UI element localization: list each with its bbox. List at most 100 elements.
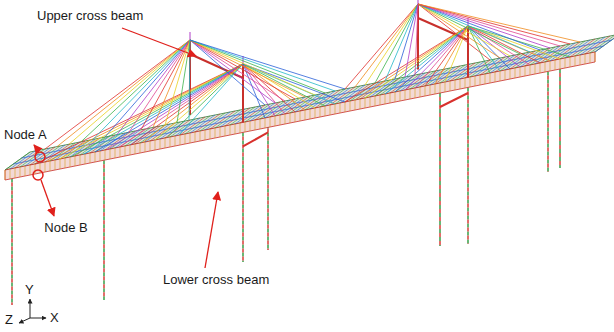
deck-member <box>435 84 436 94</box>
deck-member <box>140 143 141 153</box>
pier-column <box>103 164 104 300</box>
stay-cable <box>119 64 243 147</box>
deck-member <box>10 151 35 169</box>
stay-cable <box>415 26 468 88</box>
pier-column <box>267 120 268 250</box>
stay-cable <box>405 4 418 77</box>
stay-cable <box>355 26 468 100</box>
stay-cable <box>190 40 325 93</box>
deck-member <box>565 58 566 68</box>
stay-cable <box>375 26 468 96</box>
deck-member <box>245 122 246 132</box>
deck-member <box>5 152 30 170</box>
deck-member <box>165 138 166 148</box>
deck-member <box>75 156 76 166</box>
deck-member <box>120 147 121 157</box>
stay-cable <box>375 4 418 83</box>
pier-column <box>467 87 468 244</box>
deck-member <box>235 124 236 134</box>
axis-arrow <box>19 318 30 323</box>
stay-cable <box>179 64 243 135</box>
stay-cable <box>45 40 190 149</box>
stay-cable <box>190 40 315 95</box>
deck-member <box>255 120 256 130</box>
deck-member <box>20 167 21 177</box>
deck-member <box>230 125 231 135</box>
deck-member <box>5 170 6 180</box>
pylon-leg <box>242 64 244 122</box>
deck-member <box>395 92 396 102</box>
deck-member <box>350 101 351 111</box>
stay-cable <box>155 64 243 140</box>
deck-member <box>485 74 486 84</box>
deck-member <box>450 81 451 91</box>
deck-member <box>535 64 536 74</box>
deck-member <box>525 66 526 76</box>
deck-member <box>475 76 476 86</box>
deck-member <box>340 103 341 113</box>
deck-member <box>520 67 521 77</box>
stay-cable <box>355 4 418 87</box>
stay-cable <box>418 4 560 46</box>
cables <box>35 4 580 164</box>
axis-arrow <box>30 299 31 318</box>
deck-member <box>440 83 441 93</box>
deck-member <box>65 158 66 168</box>
axis-label: Y <box>25 282 34 297</box>
deck-member <box>130 145 131 155</box>
stay-cable <box>418 4 550 48</box>
deck-member <box>465 78 466 88</box>
stay-cable <box>105 40 190 137</box>
deck-side <box>5 52 595 180</box>
stay-cable <box>425 26 468 86</box>
deck-member <box>500 71 501 81</box>
stay-cable <box>395 4 418 79</box>
deck-member <box>455 80 456 90</box>
deck-member <box>15 168 16 178</box>
stay-cable <box>385 4 418 81</box>
stay-cable <box>365 4 418 85</box>
deck-member <box>95 152 96 162</box>
stay-cable <box>385 26 468 94</box>
deck-member <box>275 116 276 126</box>
stay-cable <box>345 4 418 89</box>
deck-member <box>155 140 156 150</box>
stay-cable <box>141 40 190 130</box>
deck-member <box>415 88 416 98</box>
deck-member <box>390 93 391 103</box>
deck-member <box>505 70 506 80</box>
stay-cable <box>415 4 418 75</box>
stay-cable <box>81 40 190 142</box>
axis-arrow <box>30 318 46 319</box>
deck-member <box>560 59 561 69</box>
deck-member <box>50 161 51 171</box>
stay-cable <box>468 26 530 65</box>
deck-member <box>115 148 116 158</box>
node-label: Node B <box>44 220 88 235</box>
pier-column <box>467 91 468 244</box>
deck-member <box>135 144 136 154</box>
deck-member <box>590 53 591 63</box>
axis-label: Z <box>5 312 13 327</box>
deck-member <box>410 89 411 99</box>
deck-member <box>315 108 316 118</box>
node-marker <box>33 170 43 180</box>
deck-member <box>555 60 556 70</box>
deck-member <box>530 65 531 75</box>
stay-cable <box>435 26 468 84</box>
deck-member <box>370 97 371 107</box>
deck-member <box>30 165 31 175</box>
stay-cable <box>418 4 530 52</box>
pylon-leg <box>467 26 469 77</box>
deck-member <box>540 63 541 73</box>
deck-member <box>45 162 46 172</box>
deck-member <box>25 166 26 176</box>
stay-cable <box>35 64 243 164</box>
deck-member <box>60 159 61 169</box>
deck-member <box>285 114 286 124</box>
deck-member <box>575 56 576 66</box>
deck-member <box>375 96 376 106</box>
stay-cable <box>153 40 190 127</box>
leader-arrow <box>122 28 196 56</box>
